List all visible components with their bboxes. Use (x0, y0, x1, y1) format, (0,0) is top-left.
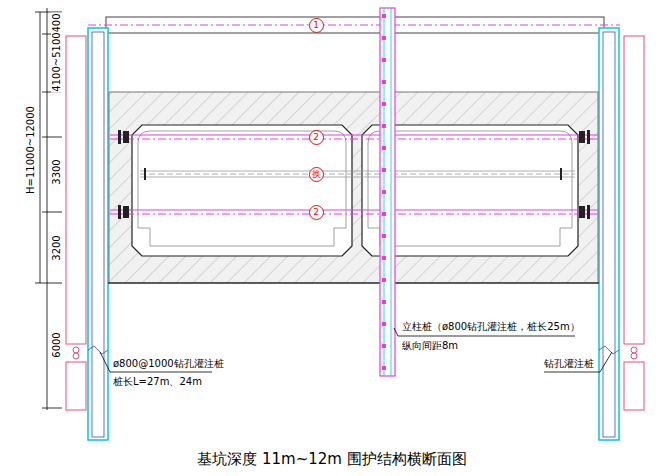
column-mark (382, 278, 386, 282)
dimension-value: 4100~5100 (51, 31, 63, 92)
column-mark (382, 168, 386, 172)
strut-mark: 换 (309, 167, 324, 182)
column-mark (382, 322, 386, 326)
leader-lines (100, 328, 612, 372)
strut-anchors (118, 130, 590, 219)
strut-lines (88, 25, 620, 214)
column-mark (382, 366, 386, 370)
column-mark (382, 190, 386, 194)
column-mark (382, 80, 386, 84)
dimension-value: 3300 (51, 158, 63, 185)
figure-caption: 基坑深度 11m~12m 围护结构横断面图 (197, 450, 467, 468)
dimension-lines (35, 8, 62, 410)
column-mark (382, 36, 386, 40)
column-mark (382, 124, 386, 128)
callout-note: 立柱桩（ø800钻孔灌注桩，桩长25m） (402, 321, 580, 333)
depth-dimension: H=11000~12000 (25, 105, 37, 195)
box-cells (132, 125, 578, 256)
callout-note: ø800@1000钻孔灌注桩 (113, 358, 224, 370)
column-mark (382, 14, 386, 18)
outer-piles (66, 36, 644, 410)
strut-number: 2 (313, 132, 319, 142)
column-mark (382, 58, 386, 62)
strut-mark: 2 (309, 130, 324, 145)
callout-note: 桩长L=27m、24m (113, 376, 202, 388)
strut-number: 换 (312, 169, 321, 179)
callout-note: 纵向间距8m (402, 340, 458, 352)
dimension-value: 3200 (51, 234, 63, 261)
column-mark (382, 234, 386, 238)
column-mark (382, 146, 386, 150)
column-mark (382, 300, 386, 304)
column-mark (382, 256, 386, 260)
pile-walls (88, 28, 619, 440)
column-pile (380, 8, 395, 376)
column-mark (382, 212, 386, 216)
dimension-value: 6000 (51, 331, 63, 358)
strut-number: 1 (313, 20, 319, 30)
strut-mark: 1 (309, 18, 324, 33)
callout-note: 钻孔灌注桩 (544, 358, 594, 370)
strut-mark: 2 (309, 205, 324, 220)
column-mark (382, 102, 386, 106)
column-mark (382, 344, 386, 348)
strut-number: 2 (313, 207, 319, 217)
